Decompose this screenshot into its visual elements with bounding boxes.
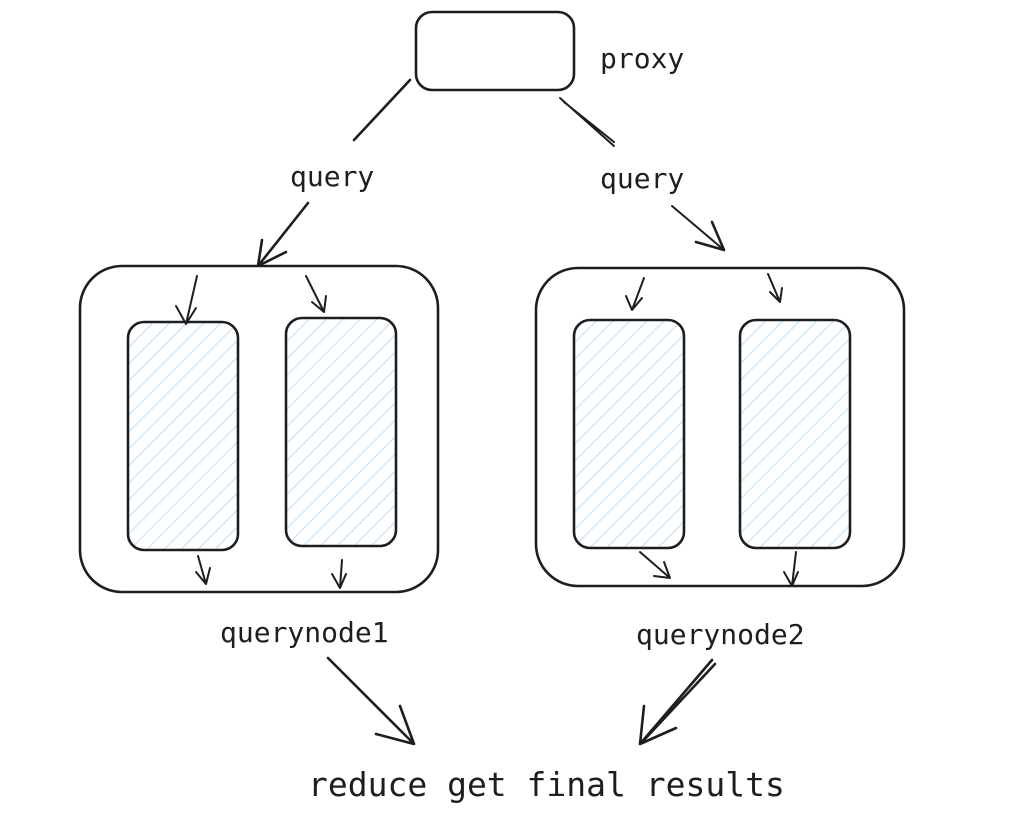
query-label-right: query: [600, 162, 684, 195]
querynode1-label: querynode1: [220, 616, 389, 649]
querynode1-segment-1: [126, 320, 240, 552]
querynode2-segment-2: [738, 318, 852, 550]
query-arrow-right: [559, 97, 725, 251]
query-label-left: query: [290, 160, 374, 193]
proxy-box: [414, 10, 576, 92]
querynode2-segment-1: [572, 318, 686, 550]
reduce-arrow-right: [638, 658, 717, 746]
qn2-seg1-input-arrow: [625, 277, 645, 311]
qn2-seg2-output-arrow: [783, 551, 799, 587]
qn2-seg1-output-arrow: [639, 551, 671, 579]
proxy-label: proxy: [600, 42, 684, 75]
query-arrow-left: [256, 78, 412, 268]
qn1-seg1-input-arrow: [175, 275, 198, 325]
qn1-seg2-input-arrow: [305, 275, 327, 313]
querynode1-segment-2: [284, 316, 398, 548]
qn2-seg2-input-arrow: [767, 273, 783, 303]
result-label: reduce get final results: [308, 765, 785, 804]
qn1-seg2-output-arrow: [331, 559, 347, 589]
query-arrow-right-head: [694, 220, 726, 252]
querynode2-label: querynode2: [636, 618, 805, 651]
reduce-arrow-left: [326, 656, 416, 746]
qn1-seg1-output-arrow: [195, 555, 211, 585]
